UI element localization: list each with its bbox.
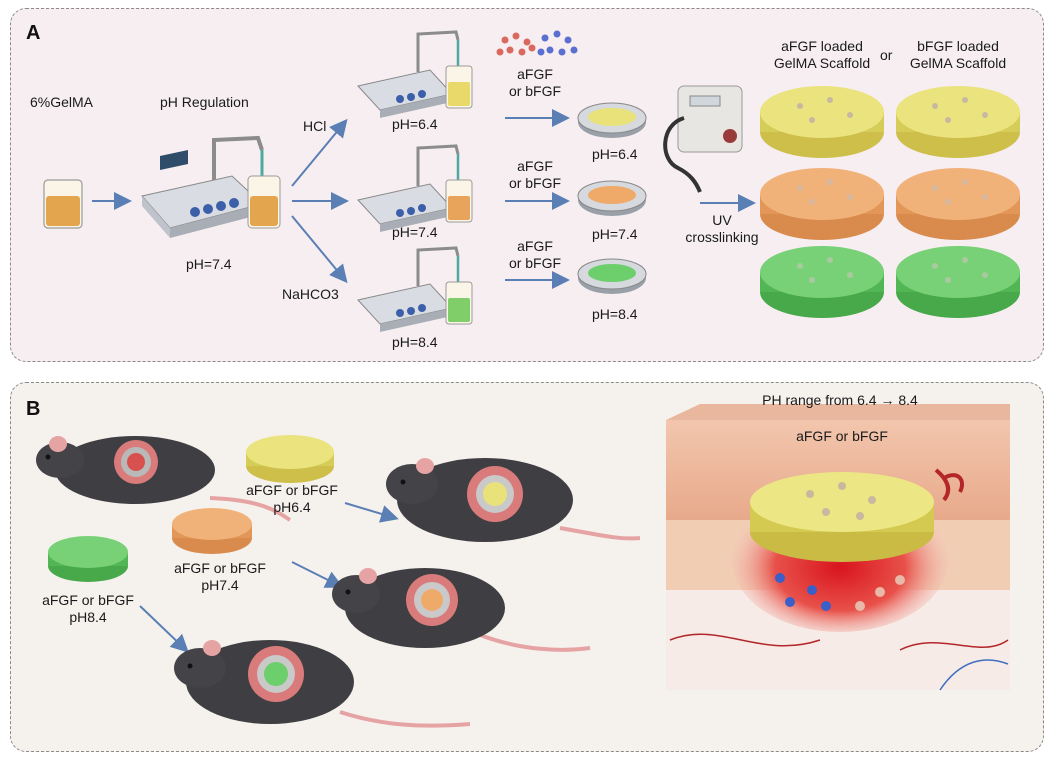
dish-ph74 (577, 180, 647, 216)
b-label-orange-name: aFGF or bFGF (174, 560, 266, 576)
ph-range-label: PH range from 6.4 → 8.4 (762, 392, 918, 408)
dish-ph84 (577, 258, 647, 294)
gelma-label: 6%GelMA (30, 94, 94, 110)
rat-bottom (174, 640, 471, 728)
scaffold-afgf-orange (760, 168, 884, 240)
meter-ph-64: pH=6.4 (392, 116, 438, 132)
b-label-yellow-name: aFGF or bFGF (246, 482, 338, 498)
b-label-orange-ph: pH7.4 (201, 577, 239, 593)
meter-ph-74: pH=7.4 (392, 224, 438, 240)
growth-factor-label-2: aFGF or bFGF (508, 158, 562, 191)
dish-ph-64: pH=6.4 (592, 146, 638, 162)
dish-ph-74: pH=7.4 (592, 226, 638, 242)
arrow-to-hcl (291, 118, 348, 187)
b-label-green-ph: pH8.4 (69, 609, 107, 625)
arrow-to-nahco3 (291, 215, 348, 284)
growth-factor-label-1: aFGF or bFGF (508, 66, 562, 99)
b-scaffold-yellow (246, 435, 334, 483)
or-label: or (880, 47, 893, 63)
arrow-green-to-rat (139, 605, 189, 653)
panel-a-letter: A (26, 22, 41, 44)
arrow-yellow-to-rat (344, 502, 399, 523)
afgf-scaffold-label: aFGF loaded GelMA Scaffold (773, 38, 871, 71)
ph-meter-base (357, 246, 473, 332)
rat-middle-right (332, 568, 591, 652)
bfgf-scaffold-label: bFGF loaded GelMA Scaffold (909, 38, 1007, 71)
start-ph-label: pH=7.4 (186, 256, 232, 272)
b-scaffold-orange (172, 508, 252, 554)
wound-scaffold-label: aFGF or bFGF (796, 428, 888, 444)
rat-upper-right (386, 458, 641, 542)
hcl-label: HCl (303, 118, 327, 134)
scaffold-bfgf-orange (896, 168, 1020, 240)
uv-crosslinking-label: UV crosslinking (685, 212, 759, 245)
growth-factor-label-3: aFGF or bFGF (508, 238, 562, 271)
ph-meter-acid (357, 30, 473, 118)
dish-ph-84: pH=8.4 (592, 306, 638, 322)
growth-factor-molecules (496, 30, 578, 56)
gelma-beaker (43, 179, 83, 229)
b-scaffold-green (48, 536, 128, 582)
dish-ph64 (577, 102, 647, 138)
meter-ph-84: pH=8.4 (392, 334, 438, 350)
b-label-green-name: aFGF or bFGF (42, 592, 134, 608)
ph-regulation-label: pH Regulation (160, 94, 249, 110)
nahco3-label: NaHCO3 (282, 286, 339, 302)
b-label-yellow-ph: pH6.4 (273, 499, 311, 515)
rat-top-left (36, 436, 292, 522)
ph-meter-main (141, 135, 281, 238)
scaffold-afgf-yellow (760, 86, 884, 158)
scaffold-bfgf-yellow (896, 86, 1020, 158)
panel-b-letter: B (26, 398, 41, 420)
scaffold-afgf-green (760, 246, 884, 318)
scaffold-bfgf-green (896, 246, 1020, 318)
ph-meter-neutral (357, 144, 473, 232)
arrow-orange-to-rat (291, 561, 344, 588)
skin-wound-section (666, 404, 1010, 691)
uv-device (663, 85, 743, 193)
